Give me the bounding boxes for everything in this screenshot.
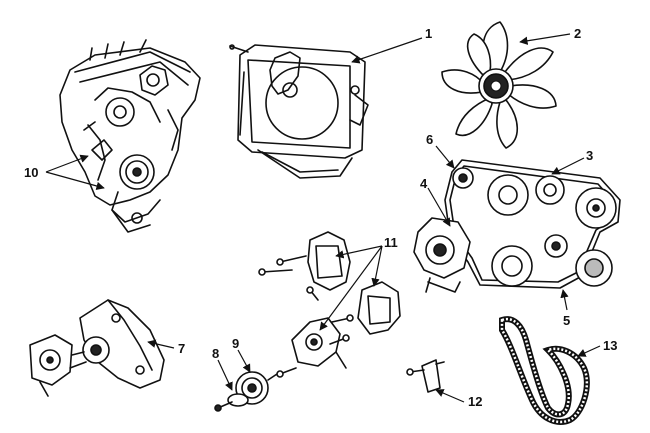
callout-12: 12 [468, 394, 482, 409]
callout-2: 2 [574, 26, 581, 41]
mounting-bracket [29, 299, 165, 397]
callout-12-leader [435, 389, 465, 403]
callout-11-leader-c [319, 245, 383, 331]
callout-7-leader [147, 339, 175, 349]
callout-13-leader [577, 345, 601, 357]
callout-10: 10 [24, 165, 38, 180]
drive-belt-system [413, 159, 621, 293]
callout-1-leader [351, 37, 423, 64]
callout-5: 5 [563, 313, 570, 328]
callout-10-leader-b [45, 171, 105, 191]
callout-3-leader [551, 157, 585, 175]
callout-6: 6 [426, 132, 433, 147]
callout-8-leader [217, 359, 233, 391]
callout-4-leader [427, 187, 451, 227]
callout-9: 9 [232, 336, 239, 351]
fitting [406, 359, 445, 393]
callout-11: 11 [384, 235, 398, 250]
callout-13: 13 [603, 338, 617, 353]
engine-block [59, 39, 201, 233]
belt-covers-and-tensioner [258, 231, 401, 378]
callout-11-leader-a [335, 245, 383, 259]
callout-1: 1 [425, 26, 432, 41]
callout-3: 3 [586, 148, 593, 163]
callout-5-leader [560, 289, 569, 311]
callout-6-leader [435, 145, 455, 169]
callout-9-leader [237, 349, 251, 373]
idler-pulley [214, 371, 281, 412]
callout-8: 8 [212, 346, 219, 361]
callout-4: 4 [420, 176, 428, 191]
callout-2-leader [519, 33, 571, 45]
callout-10-leader-a [45, 154, 89, 173]
serpentine-belt [499, 316, 590, 425]
callout-11-leader-b [371, 245, 383, 287]
fan-shroud [229, 44, 369, 179]
cooling-fan [441, 21, 557, 149]
callout-7: 7 [178, 341, 185, 356]
